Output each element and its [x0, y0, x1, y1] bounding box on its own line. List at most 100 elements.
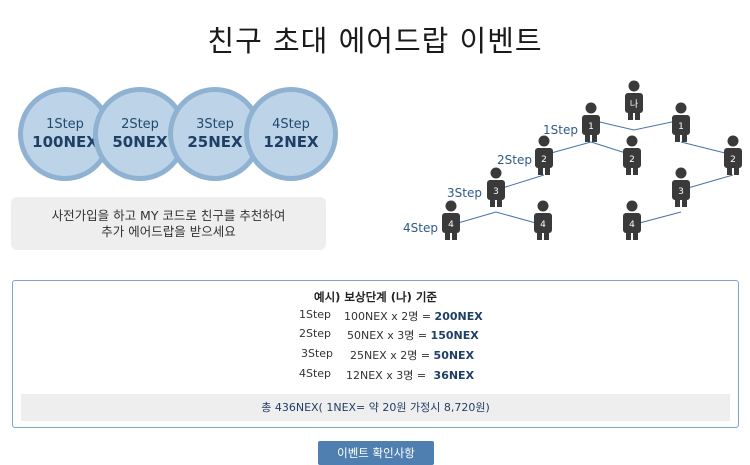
example-row-result: 36NEX: [433, 369, 475, 382]
person-badge: 1: [678, 122, 684, 132]
person-leg: [544, 232, 549, 240]
step-circle-label: 3Step: [196, 117, 234, 132]
example-row-calc: 100NEX x 2명 =: [344, 310, 435, 323]
referral-tree-diagram: 나 1 1 2 2 2 3 3 4 4 4 1Step 2Step 3Step 4Step: [403, 80, 742, 240]
person-leg: [585, 134, 590, 142]
person-leg: [452, 232, 457, 240]
page-title: 친구 초대 에어드랍 이벤트: [207, 24, 543, 58]
person-level4: 4: [442, 200, 460, 240]
example-row-result: 50NEX: [433, 349, 475, 362]
person-leg: [497, 199, 502, 207]
step-circle-amount: 25NEX: [187, 133, 243, 151]
person-leg: [626, 232, 631, 240]
person-leg: [675, 134, 680, 142]
person-badge: 4: [448, 220, 454, 230]
person-badge: 3: [493, 187, 499, 197]
description-line-2: 추가 에어드랍을 받으세요: [101, 223, 236, 239]
person-leg: [682, 199, 687, 207]
example-row-calc: 12NEX x 3명 =: [346, 369, 430, 382]
person-body: [623, 148, 641, 168]
example-row-calc: 50NEX x 3명 =: [347, 329, 431, 342]
person-body: [535, 148, 553, 168]
person-level4: 4: [623, 200, 641, 240]
person-body: [623, 213, 641, 233]
example-row-step: 1Step: [299, 308, 332, 321]
description-line-1: 사전가입을 하고 MY 코드로 친구를 추천하여: [51, 207, 286, 223]
tree-label-1step: 1Step: [543, 123, 578, 137]
person-level2: 2: [724, 135, 742, 175]
person-root: 나: [625, 80, 643, 120]
step-circle-label: 4Step: [272, 117, 310, 132]
example-row-result: 200NEX: [434, 310, 483, 323]
person-badge: 1: [588, 122, 594, 132]
person-body: [582, 115, 600, 135]
person-badge: 2: [629, 155, 635, 165]
step-circle-amount: 100NEX: [32, 133, 98, 151]
person-head: [626, 200, 638, 212]
person-body: [442, 213, 460, 233]
person-body: [487, 180, 505, 200]
person-leg: [626, 167, 631, 175]
person-level1: 1: [672, 102, 690, 142]
event-notice-button[interactable]: 이벤트 확인사항: [318, 441, 434, 465]
person-badge: 나: [630, 99, 638, 110]
example-row-step: 3Step: [301, 347, 334, 360]
tree-people: 나 1 1 2 2 2 3 3 4 4 4: [442, 80, 742, 240]
person-head: [537, 200, 549, 212]
person-leg: [592, 134, 597, 142]
step-circle-label: 2Step: [121, 117, 159, 132]
example-box: 예시) 보상단계 (나) 기준 1Step 100NEX x 2명 = 200N…: [12, 280, 739, 428]
person-level1: 1: [582, 102, 600, 142]
description-box: 사전가입을 하고 MY 코드로 친구를 추천하여 추가 에어드랍을 받으세요: [11, 197, 326, 250]
person-badge: 4: [540, 220, 546, 230]
person-head: [628, 80, 640, 92]
person-leg: [734, 167, 739, 175]
person-leg: [490, 199, 495, 207]
step-circle-amount: 50NEX: [112, 133, 168, 151]
person-body: [724, 148, 742, 168]
person-level2: 2: [623, 135, 641, 175]
step-circle-4: 4Step 12NEX: [244, 87, 338, 181]
person-body: [534, 213, 552, 233]
example-row-step: 2Step: [299, 327, 332, 340]
person-leg: [675, 199, 680, 207]
person-level3: 3: [487, 167, 505, 207]
tree-label-4step: 4Step: [403, 221, 438, 235]
person-leg: [633, 232, 638, 240]
person-badge: 2: [730, 155, 736, 165]
person-leg: [682, 134, 687, 142]
step-circle-amount: 12NEX: [263, 133, 319, 151]
step-circle-label: 1Step: [46, 117, 84, 132]
person-leg: [545, 167, 550, 175]
person-badge: 4: [629, 220, 635, 230]
person-leg: [633, 167, 638, 175]
person-leg: [628, 112, 633, 120]
tree-label-2step: 2Step: [497, 153, 532, 167]
person-head: [626, 135, 638, 147]
person-leg: [635, 112, 640, 120]
person-head: [490, 167, 502, 179]
person-level4: 4: [534, 200, 552, 240]
person-level3: 3: [672, 167, 690, 207]
person-body: [672, 180, 690, 200]
example-row-calc: 25NEX x 2명 =: [350, 349, 434, 362]
example-row-step: 4Step: [299, 367, 332, 380]
tree-label-3step: 3Step: [447, 186, 482, 200]
person-head: [727, 135, 739, 147]
person-head: [538, 135, 550, 147]
person-body: [672, 115, 690, 135]
example-title: 예시) 보상단계 (나) 기준: [314, 290, 437, 304]
person-level2: 2: [535, 135, 553, 175]
person-body: [625, 93, 643, 113]
person-leg: [727, 167, 732, 175]
person-head: [675, 167, 687, 179]
person-head: [585, 102, 597, 114]
example-row-result: 150NEX: [430, 329, 479, 342]
person-badge: 2: [541, 155, 547, 165]
person-leg: [537, 232, 542, 240]
person-leg: [445, 232, 450, 240]
person-head: [675, 102, 687, 114]
total-summary: 총 436NEX( 1NEX= 약 20원 가정시 8,720원): [21, 394, 730, 421]
person-head: [445, 200, 457, 212]
person-badge: 3: [678, 187, 684, 197]
